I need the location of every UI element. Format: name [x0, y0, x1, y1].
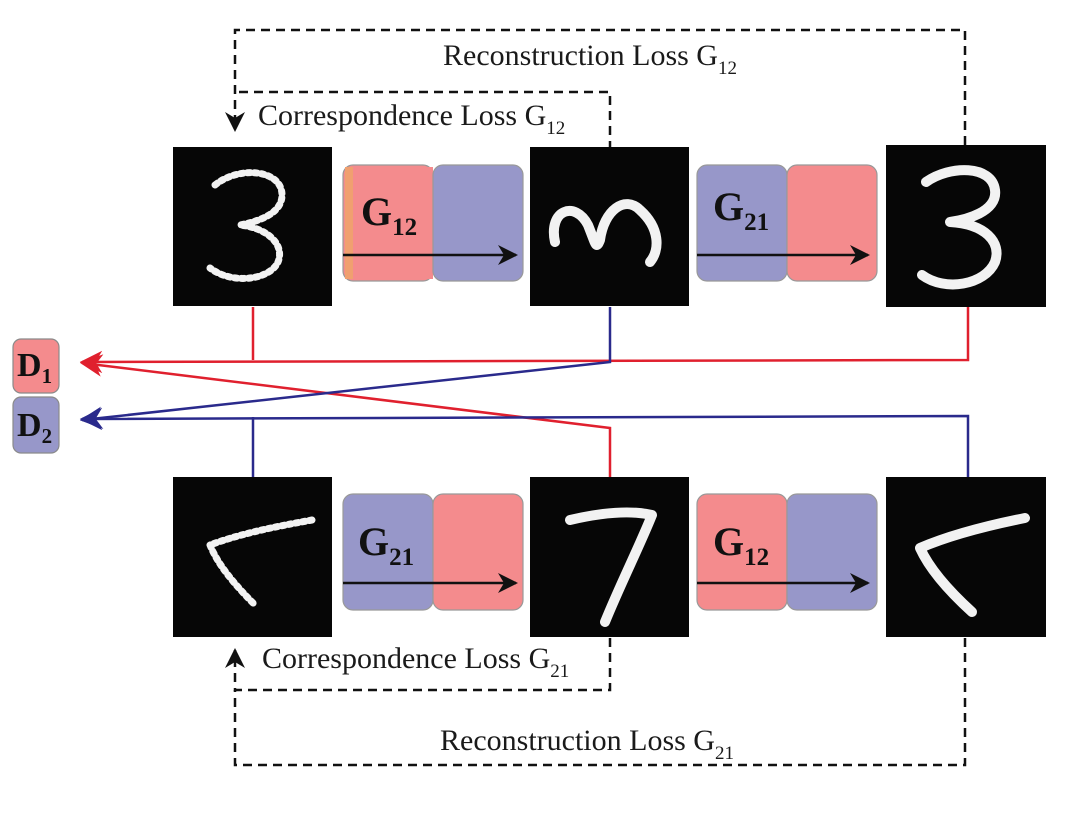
reconstruction-loss-top-label: Reconstruction Loss G12 [443, 39, 737, 79]
generator-bottom-left-g21: G21 [342, 493, 524, 611]
svg-text:G12: G12 [713, 519, 769, 571]
generator-bottom-right-g12: G12 [696, 493, 878, 611]
discriminator-connections [79, 307, 970, 477]
blue-line-top-middle-to-d2 [79, 307, 612, 429]
discriminator-d2: D2 [12, 396, 60, 454]
reconstruction-loss-bottom-label: Reconstruction Loss G21 [440, 724, 734, 764]
discriminator-d1: D1 [12, 338, 60, 394]
generator-top-right-g21: G21 [696, 164, 878, 282]
image-bottom-middle-digit-7 [530, 477, 689, 637]
correspondence-loss-bottom-label: Correspondence Loss G21 [262, 642, 569, 682]
svg-text:G12: G12 [361, 189, 417, 241]
reconstruction-loss-bottom-loop [233, 638, 967, 767]
generator-top-left-g12: G12 [342, 164, 524, 282]
blue-line-bottom-right-to-d2 [79, 407, 970, 477]
correspondence-loss-top-label: Correspondence Loss G12 [258, 99, 565, 139]
image-bottom-right-digit-7-rotated [886, 477, 1046, 637]
red-line-bottom-middle-to-d1 [79, 354, 612, 477]
red-line-top-right-to-d1 [79, 307, 970, 374]
reconstruction-loss-top-loop [225, 28, 967, 145]
svg-text:G21: G21 [713, 184, 769, 236]
image-top-left-digit-3-noisy [173, 147, 332, 306]
image-top-middle-digit-3-rotated [530, 147, 689, 306]
image-bottom-left-digit-7-noisy [173, 477, 332, 637]
correspondence-loss-top-loop [235, 90, 612, 150]
svg-text:D2: D2 [17, 407, 52, 448]
image-top-right-digit-3-clean [886, 145, 1046, 307]
svg-text:G21: G21 [358, 519, 414, 571]
svg-text:D1: D1 [17, 347, 52, 388]
